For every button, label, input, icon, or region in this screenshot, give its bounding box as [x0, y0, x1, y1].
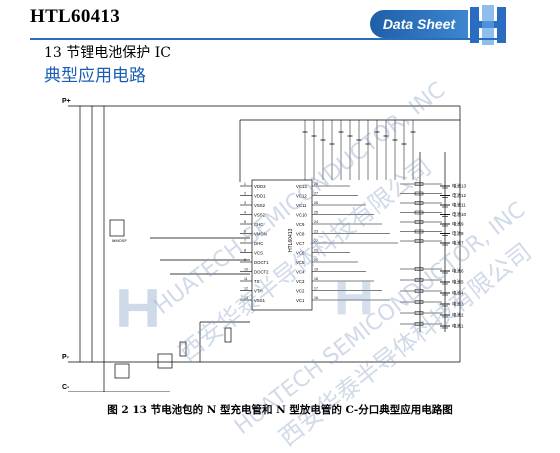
datasheet-badge: Data Sheet: [370, 10, 468, 38]
ic-left-pin-name: VCS: [254, 251, 263, 256]
ic-right-pin-name: VC10: [296, 213, 307, 218]
cell-tap-resistor: [414, 300, 424, 304]
ic-right-pin-number: 23: [314, 230, 318, 234]
ic-right-pin-number: 27: [314, 192, 318, 196]
battery-cell-label: 电池2: [452, 312, 464, 318]
ic-left-pin-name: VDD1: [254, 194, 266, 199]
ic-right-pin-number: 21: [314, 249, 318, 253]
ic-left-pin-name: VSS1: [254, 298, 266, 303]
company-logo: [470, 5, 506, 45]
battery-cell-label: 电池4: [452, 290, 464, 296]
watermark-logo: [337, 281, 371, 315]
battery-cell-label: 电池11: [452, 202, 466, 208]
ic-left-pin-number: 1: [244, 182, 246, 186]
ic-left-pin-number: 6: [244, 230, 246, 234]
ic-right-pin-number: 24: [314, 220, 318, 224]
ic-right-pin-number: 17: [314, 287, 318, 291]
ic-name-label: HTL60413: [288, 228, 294, 252]
ic-right-pin-number: 16: [314, 296, 318, 300]
ic-right-pin-number: 28: [314, 182, 318, 186]
ic-right-pin-name: VC1: [296, 298, 305, 303]
watermark-logo: [119, 289, 157, 327]
ic-right-pin-name: VC2: [296, 289, 305, 294]
ic-right-pin-number: 20: [314, 258, 318, 262]
ic-right-pin-name: VC8: [296, 232, 305, 237]
cell-tap-resistor: [414, 322, 424, 326]
ic-left-pin-number: 11: [244, 277, 248, 281]
cell-tap-resistor: [414, 191, 424, 196]
ic-left-pin-name: DOCT2: [254, 270, 269, 275]
cell-tap-resistor: [414, 201, 424, 205]
ic-right-pin-name: VC12: [296, 194, 307, 199]
figure-caption: 图 2 13 节电池包的 N 型充电管和 N 型放电管的 C-分口典型应用电路图: [107, 404, 453, 416]
ic-left-pin-number: 10: [244, 268, 248, 272]
battery-cell-label: 电池1: [452, 323, 464, 329]
p-minus-label: P-: [62, 354, 70, 361]
section-title: 典型应用电路: [44, 66, 146, 86]
header-divider: [30, 38, 506, 40]
ic-right-pin-name: VC3: [296, 279, 305, 284]
ic-left-pin-number: 12: [244, 287, 248, 291]
filter-capacitor-row: [302, 120, 416, 180]
cell-tap-resistor: [414, 229, 424, 234]
battery-cell-label: 电池8: [452, 230, 464, 236]
p-plus-label: P+: [62, 98, 71, 105]
ic-right-pin-name: VC9: [296, 222, 305, 227]
battery-cell-label: 电池9: [452, 221, 464, 227]
ic-left-pin-name: DOCT1: [254, 260, 269, 265]
ic-left-pin-number: 7: [244, 239, 246, 243]
cell-tap-resistor: [414, 311, 424, 315]
ic-right-pin-number: 25: [314, 211, 318, 215]
cell-tap-resistor: [414, 220, 424, 224]
ic-left-pin-name: CHC: [254, 222, 263, 227]
ic-left-pin-name: TS: [254, 279, 260, 284]
ic-left-pin-number: 3: [244, 201, 246, 205]
ic-left-pin-number: 9: [244, 258, 246, 262]
mosfet-label: MMOSF: [112, 238, 127, 243]
cell-tap-resistor: [414, 278, 424, 282]
battery-cell-label: 电池10: [452, 211, 467, 217]
ic-left-pin-number: 4: [244, 211, 246, 215]
ic-right-pin-name: VC13: [296, 184, 307, 189]
ic-left-pin-name: DHC: [254, 241, 263, 246]
cell-tap-resistor: [414, 210, 424, 215]
ic-right-pin-number: 26: [314, 201, 318, 205]
ic-left-pin-name: VTH: [254, 289, 263, 294]
ic-right-pin-name: VC4: [296, 270, 305, 275]
c-minus-label: C-: [62, 384, 70, 391]
ic-left-pin-name: VDD3: [254, 184, 266, 189]
battery-cell-label: 电池3: [452, 301, 464, 307]
ic-right-pin-name: VC5: [296, 260, 305, 265]
ic-right-pin-number: 19: [314, 268, 318, 272]
ic-left-pin-name: VSS2: [254, 213, 266, 218]
ic-left-pin-name: VMON: [254, 232, 267, 237]
battery-cell-label: 电池5: [452, 279, 464, 285]
ic-left-pin-number: 13: [244, 296, 248, 300]
cell-tap-resistor: [414, 289, 424, 293]
battery-cell-label: 电池7: [452, 240, 464, 246]
ic-right-pin-number: 22: [314, 239, 318, 243]
cell-tap-resistor: [414, 182, 424, 186]
battery-cell-label: 电池13: [452, 183, 467, 189]
ic-right-pin-name: VC7: [296, 241, 305, 246]
ic-left-pin-number: 5: [244, 220, 246, 224]
ic-left-pin-name: VSS2: [254, 203, 266, 208]
ic-left-pin-number: 8: [244, 249, 246, 253]
battery-cell-stack: 电池13 电池12 电池11 电池10 电池9 电池8 电池7 电池6 电池5 电池4 电池3 电池2…: [400, 182, 467, 329]
cell-tap-resistor: [414, 239, 424, 243]
battery-cell-label: 电池12: [452, 192, 467, 198]
part-number: HTL60413: [30, 6, 121, 27]
ic-left-pin-number: 2: [244, 192, 246, 196]
battery-cell-label: 电池6: [452, 268, 464, 274]
cell-tap-resistor: [414, 267, 424, 271]
ic-right-pin-number: 18: [314, 277, 318, 281]
document-subtitle: 13 节锂电池保护 IC: [44, 45, 171, 61]
ic-right-pin-name: VC6: [296, 251, 305, 256]
ic-right-pin-name: VC11: [296, 203, 307, 208]
